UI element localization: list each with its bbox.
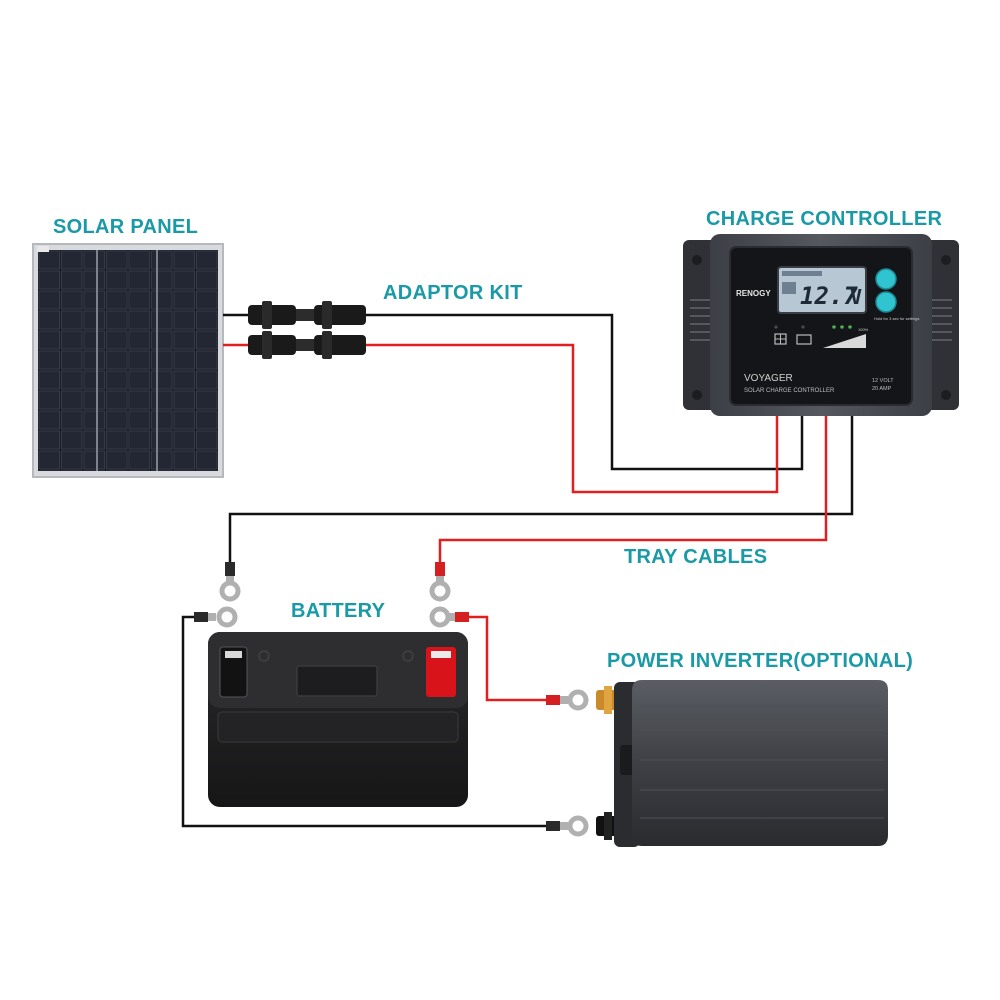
lcd-unit: V bbox=[850, 285, 862, 309]
battery-status-icon bbox=[796, 334, 812, 345]
ring-terminal-positive bbox=[429, 562, 451, 602]
model-name: VOYAGER bbox=[744, 373, 793, 384]
controller-button-down[interactable] bbox=[875, 291, 897, 313]
battery-positive-terminal bbox=[426, 647, 456, 697]
battery-negative-terminal bbox=[219, 646, 248, 698]
charge-level-label: 100% bbox=[858, 327, 869, 332]
adaptor-kit-label: ADAPTOR KIT bbox=[383, 282, 523, 304]
power-inverter bbox=[596, 680, 888, 847]
status-led bbox=[832, 325, 836, 329]
battery bbox=[208, 632, 468, 807]
power-inverter-label: POWER INVERTER(OPTIONAL) bbox=[607, 650, 914, 672]
ring-terminal-inverter-positive-battery bbox=[429, 606, 469, 628]
adaptor-kit bbox=[248, 301, 366, 359]
lcd-value: 12.7 bbox=[800, 282, 858, 310]
solar-panel-label: SOLAR PANEL bbox=[53, 216, 199, 238]
tray-negative-wire bbox=[228, 410, 854, 562]
ring-terminal-negative bbox=[219, 562, 241, 602]
model-subtitle: SOLAR CHARGE CONTROLLER bbox=[744, 388, 835, 394]
ring-terminal-inverter-negative-battery bbox=[194, 606, 238, 628]
status-icons: 100% bbox=[774, 325, 869, 348]
battery-label: BATTERY bbox=[291, 600, 386, 622]
brand-logo: RENOGY bbox=[736, 289, 771, 298]
junction-box bbox=[37, 246, 49, 252]
tray-positive-wire bbox=[438, 410, 828, 562]
battery-label-recess bbox=[296, 665, 378, 697]
adaptor-negative-wire bbox=[366, 313, 804, 471]
ring-terminals bbox=[194, 562, 589, 837]
charge-controller-label: CHARGE CONTROLLER bbox=[706, 208, 943, 230]
tray-cables-label: TRAY CABLES bbox=[624, 546, 768, 568]
rating-volt: 12 VOLT bbox=[872, 378, 894, 384]
ring-terminal-inverter-positive bbox=[546, 689, 589, 711]
charge-level-icon bbox=[823, 334, 866, 348]
solar-panel bbox=[32, 243, 224, 478]
rating-amp: 20 AMP bbox=[872, 386, 892, 392]
controller-hint: Hold for 3 sec for settings bbox=[874, 316, 919, 321]
controller-button-up[interactable] bbox=[875, 268, 897, 290]
inverter-positive-wire bbox=[466, 615, 548, 702]
adaptor-positive-wire bbox=[366, 343, 779, 494]
ring-terminal-inverter-negative bbox=[546, 815, 589, 837]
lcd-display bbox=[777, 266, 867, 314]
charge-controller: 12.7 V RENOGY Hold for 3 sec for setting… bbox=[683, 234, 959, 416]
